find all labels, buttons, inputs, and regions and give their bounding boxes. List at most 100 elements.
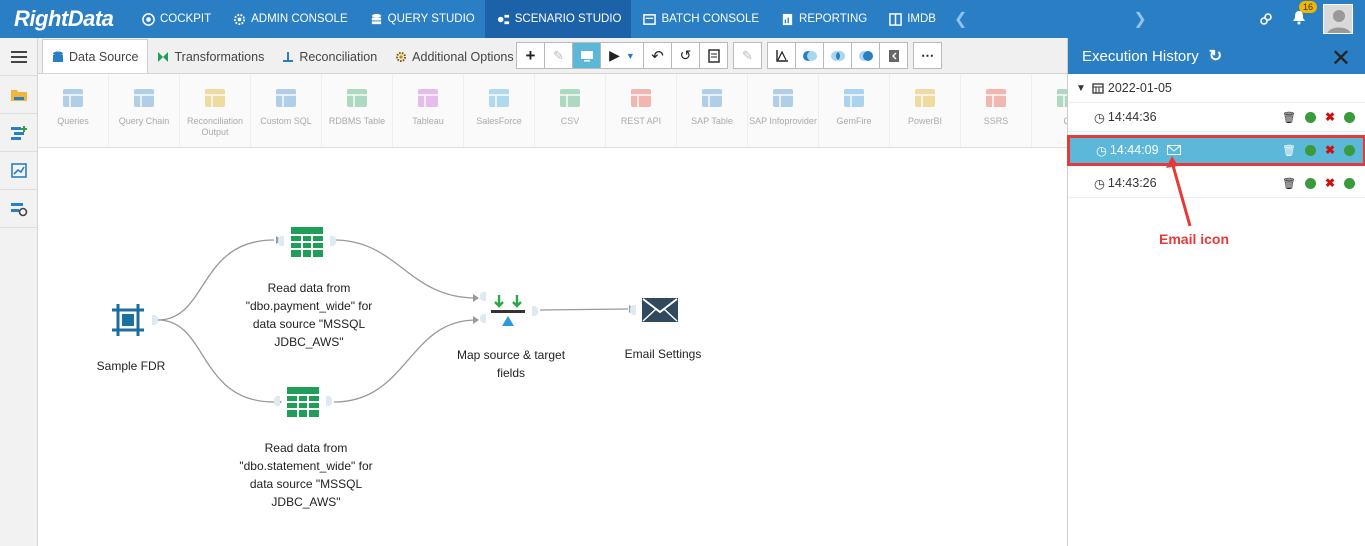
collapse-panel-button[interactable] bbox=[879, 42, 908, 69]
nav-imdb[interactable]: IMDB bbox=[877, 0, 946, 38]
rail-open-folder[interactable] bbox=[0, 76, 37, 114]
input-port[interactable] bbox=[480, 292, 486, 301]
notifications[interactable]: 16 bbox=[1291, 0, 1318, 30]
node-read-payment[interactable] bbox=[278, 226, 336, 258]
node-map-fields[interactable] bbox=[480, 292, 538, 328]
close-icon[interactable]: ✕ bbox=[1330, 45, 1351, 72]
tab-transformations[interactable]: Transformations bbox=[148, 41, 273, 73]
status-dot[interactable] bbox=[1304, 111, 1316, 123]
palette-item[interactable]: SAP Table bbox=[677, 74, 748, 147]
output-port[interactable] bbox=[532, 306, 538, 316]
output-port[interactable] bbox=[152, 315, 158, 325]
status-dot[interactable] bbox=[1304, 144, 1316, 156]
rail-chart[interactable] bbox=[0, 152, 37, 190]
palette-item[interactable]: GemFire bbox=[819, 74, 890, 147]
run-time: 14:44:09 bbox=[1109, 143, 1159, 157]
nav-scroll-right-icon[interactable]: ❯ bbox=[1133, 11, 1147, 28]
user-icon bbox=[1324, 5, 1352, 33]
add-node-button[interactable]: + bbox=[516, 42, 545, 69]
calendar-icon bbox=[1092, 83, 1104, 94]
tab-label: Reconciliation bbox=[299, 50, 378, 64]
status-dot[interactable] bbox=[1344, 177, 1355, 189]
avatar[interactable] bbox=[1323, 4, 1353, 34]
input-port[interactable] bbox=[278, 236, 284, 246]
log-button[interactable] bbox=[699, 42, 728, 69]
edit-properties-button[interactable]: ✎ bbox=[733, 42, 762, 69]
nav-admin-console[interactable]: ADMIN CONSOLE bbox=[221, 0, 358, 38]
map-fields-icon bbox=[491, 295, 525, 326]
nav-reporting[interactable]: REPORTING bbox=[769, 0, 877, 38]
scenario-canvas[interactable]: Sample FDR Read data from "dbo.payment_w… bbox=[38, 148, 1067, 546]
delete-icon[interactable]: 🗑 bbox=[1281, 111, 1296, 124]
venn-right-icon bbox=[858, 50, 873, 61]
history-run-row[interactable]: ◷ 14:43:26 🗑 ✖ bbox=[1068, 169, 1365, 198]
run-button[interactable]: ▶▼ bbox=[600, 42, 644, 69]
nav-scenario-studio[interactable]: SCENARIO STUDIO bbox=[484, 0, 632, 38]
menu-button[interactable] bbox=[0, 38, 37, 76]
status-dot[interactable] bbox=[1304, 177, 1316, 189]
gear-icon bbox=[234, 13, 246, 25]
output-port[interactable] bbox=[326, 396, 332, 406]
palette-item[interactable]: REST API bbox=[606, 74, 677, 147]
delete-icon[interactable]: 🗑 bbox=[1281, 144, 1296, 157]
email-icon[interactable] bbox=[1166, 145, 1181, 155]
tab-data-source[interactable]: Data Source bbox=[42, 39, 149, 73]
clock-icon: ◷ bbox=[1094, 110, 1105, 125]
input-port[interactable] bbox=[274, 396, 280, 406]
fail-icon[interactable]: ✖ bbox=[1324, 110, 1335, 124]
edit-button[interactable]: ✎ bbox=[544, 42, 573, 69]
rail-add-scenario[interactable] bbox=[0, 114, 37, 152]
palette-item[interactable]: SAP Infoprovider bbox=[748, 74, 819, 147]
chart-view-button[interactable] bbox=[767, 42, 796, 69]
palette-item[interactable]: RDBMS Table bbox=[322, 74, 393, 147]
nav-query-studio[interactable]: QUERY STUDIO bbox=[358, 0, 485, 38]
output-port[interactable] bbox=[330, 236, 336, 246]
palette-item[interactable]: Q bbox=[1032, 74, 1067, 147]
node-read-statement[interactable] bbox=[274, 386, 332, 418]
reconcile-icon bbox=[283, 52, 294, 62]
dashboard-icon bbox=[142, 12, 155, 26]
input-port[interactable] bbox=[480, 314, 486, 323]
tab-reconciliation[interactable]: Reconciliation bbox=[273, 41, 386, 73]
monitor-button[interactable] bbox=[572, 42, 601, 69]
undo-button[interactable]: ↶ bbox=[643, 42, 672, 69]
more-options-button[interactable]: ⋯ bbox=[913, 42, 942, 69]
tab-label: Additional Options bbox=[412, 50, 514, 64]
palette-item[interactable]: Custom SQL bbox=[251, 74, 322, 147]
palette-item[interactable]: SSRS bbox=[961, 74, 1032, 147]
input-port[interactable] bbox=[630, 305, 636, 315]
fail-icon[interactable]: ✖ bbox=[1324, 176, 1335, 190]
node-email-settings[interactable] bbox=[630, 298, 678, 322]
delete-icon[interactable]: 🗑 bbox=[1281, 177, 1296, 190]
refresh-icon[interactable]: ↻ bbox=[1208, 48, 1223, 65]
source-icon bbox=[489, 89, 509, 107]
join-right-button[interactable] bbox=[851, 42, 880, 69]
node-sample-fdr[interactable] bbox=[110, 302, 158, 338]
palette-item[interactable]: Reconciliation Output bbox=[180, 74, 251, 147]
nav-scroll-left-icon[interactable]: ❮ bbox=[953, 11, 968, 28]
history-run-row-selected[interactable]: ◷ 14:44:09 🗑 ✖ bbox=[1067, 135, 1365, 166]
history-date-group[interactable]: ▼ 2022-01-05 bbox=[1068, 74, 1365, 103]
tab-additional-options[interactable]: Additional Options bbox=[386, 41, 522, 73]
palette-item[interactable]: Queries bbox=[38, 74, 109, 147]
node-label: Read data from "dbo.statement_wide" for … bbox=[239, 441, 373, 509]
clock-icon: ◷ bbox=[1096, 143, 1107, 158]
palette-item[interactable]: PowerBI bbox=[890, 74, 961, 147]
history-run-row[interactable]: ◷ 14:44:36 🗑 ✖ bbox=[1068, 103, 1365, 132]
nav-batch-console[interactable]: BATCH CONSOLE bbox=[631, 0, 769, 38]
link-icon[interactable] bbox=[1259, 12, 1273, 26]
join-inner-button[interactable] bbox=[823, 42, 852, 69]
fail-icon[interactable]: ✖ bbox=[1324, 143, 1335, 157]
source-icon bbox=[773, 89, 793, 107]
palette-item[interactable]: SalesForce bbox=[464, 74, 535, 147]
history-button[interactable]: ↺ bbox=[671, 42, 700, 69]
nav-cockpit[interactable]: COCKPIT bbox=[130, 0, 221, 38]
palette-item[interactable]: Query Chain bbox=[109, 74, 180, 147]
status-dot[interactable] bbox=[1344, 111, 1355, 123]
join-left-button[interactable] bbox=[795, 42, 824, 69]
palette-item[interactable]: Tableau bbox=[393, 74, 464, 147]
palette-item[interactable]: CSV bbox=[535, 74, 606, 147]
status-dot[interactable] bbox=[1344, 144, 1355, 156]
rail-settings-flow[interactable] bbox=[0, 190, 37, 228]
hamburger-icon bbox=[10, 50, 27, 63]
